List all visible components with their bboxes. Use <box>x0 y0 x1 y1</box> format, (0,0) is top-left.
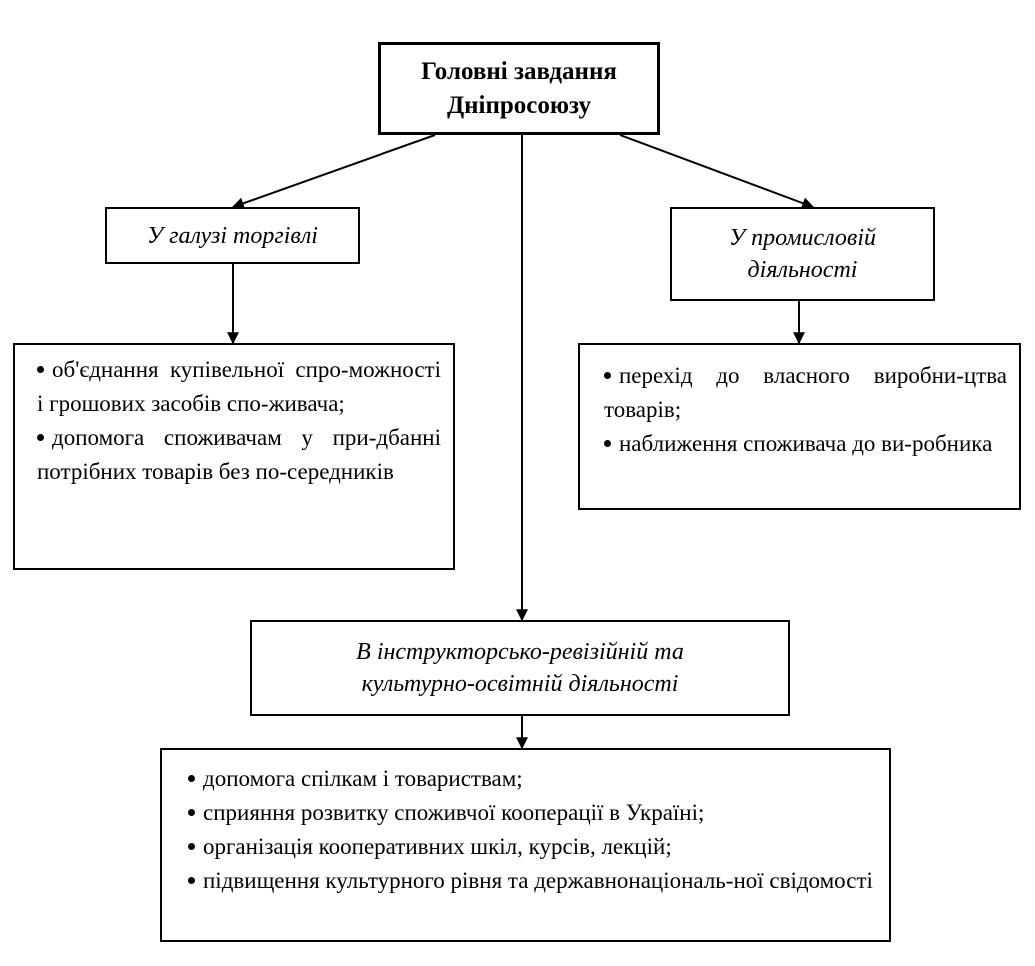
industry-category-box: У промисловій діяльності <box>670 207 935 301</box>
list-item-text: перехід до власного виробни-цтва товарів… <box>604 363 1007 422</box>
list-item-text: допомога спілкам і товариствам; <box>203 766 523 791</box>
bullet-icon <box>37 366 44 374</box>
list-item: підвищення культурного рівня та державно… <box>188 864 877 898</box>
bullet-icon <box>188 877 195 885</box>
list-item: об'єднання купівельної спро-можності і г… <box>37 353 441 421</box>
title-box: Головні завдання Дніпросоюзу <box>378 42 660 135</box>
title-line-1: Головні завдання <box>421 57 617 85</box>
list-item-text: об'єднання купівельної спро-можності і г… <box>37 357 441 416</box>
bullet-icon <box>604 372 611 380</box>
list-item-text: організація кооперативних шкіл, курсів, … <box>203 834 672 859</box>
arrow-title-to-trade <box>231 134 436 210</box>
bullet-icon <box>188 809 195 817</box>
list-item: наближення споживача до ви-робника <box>604 427 1007 461</box>
list-item: організація кооперативних шкіл, курсів, … <box>188 830 877 864</box>
bullet-icon <box>37 434 44 442</box>
list-item-text: допомога споживачам у при-дбанні потрібн… <box>37 425 441 484</box>
list-item: сприяння розвитку споживчої кооперації в… <box>188 796 877 830</box>
list-item-text: сприяння розвитку споживчої кооперації в… <box>203 800 705 825</box>
bullet-icon <box>604 440 611 448</box>
trade-tasks-list: об'єднання купівельної спро-можності і г… <box>13 343 455 570</box>
industry-category-label-line-2: діяльності <box>747 257 858 283</box>
instructor-tasks-list: допомога спілкам і товариствам; сприяння… <box>160 748 891 942</box>
list-item-text: наближення споживача до ви-робника <box>619 431 993 456</box>
title-line-2: Дніпросоюзу <box>446 91 592 119</box>
instructor-category-label-line-2: культурно-освітній діяльності <box>361 671 679 697</box>
instructor-category-label-line-1: В інструкторсько-ревізійній та <box>356 639 684 665</box>
trade-category-box: У галузі торгівлі <box>105 207 360 264</box>
instructor-category-box: В інструкторсько-ревізійній та культурно… <box>250 620 790 716</box>
industry-tasks-list: перехід до власного виробни-цтва товарів… <box>578 343 1021 510</box>
bullet-icon <box>188 843 195 851</box>
list-item: перехід до власного виробни-цтва товарів… <box>604 359 1007 427</box>
list-item-text: підвищення культурного рівня та державно… <box>203 868 873 893</box>
arrow-title-to-industry <box>619 134 815 209</box>
list-item: допомога споживачам у при-дбанні потрібн… <box>37 421 441 489</box>
bullet-icon <box>188 775 195 783</box>
industry-category-label-line-1: У промисловій <box>728 225 877 251</box>
trade-category-label: У галузі торгівлі <box>147 222 318 249</box>
list-item: допомога спілкам і товариствам; <box>188 762 877 796</box>
